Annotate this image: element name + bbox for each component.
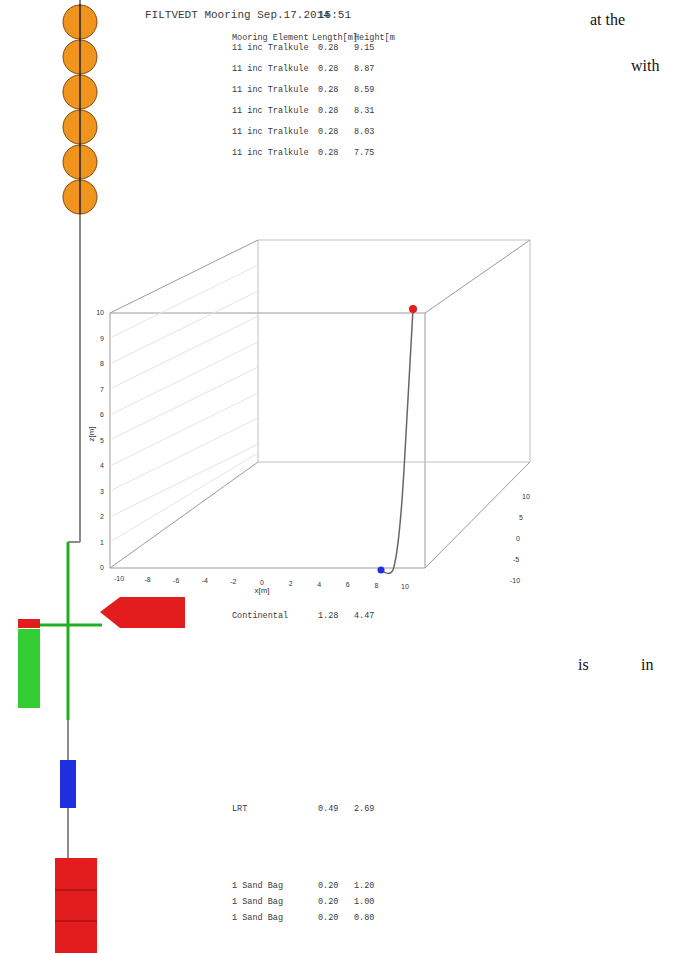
element-length: 0.49 bbox=[318, 805, 338, 814]
element-length: 0.28 bbox=[318, 65, 338, 74]
element-name: 11 inc Tralkule bbox=[232, 107, 309, 116]
element-name: 11 inc Tralkule bbox=[232, 149, 309, 158]
sand-bag-block bbox=[55, 858, 97, 953]
element-height: 8.31 bbox=[354, 107, 374, 116]
element-height: 9.15 bbox=[354, 44, 374, 53]
element-length: 0.20 bbox=[318, 914, 338, 923]
meter-body bbox=[67, 542, 70, 720]
mooring-curve bbox=[381, 309, 413, 573]
z-tick: 0 bbox=[100, 564, 104, 571]
text-fragment: is bbox=[578, 657, 589, 673]
y-tick: 0 bbox=[516, 535, 520, 542]
axis-label: x[m] bbox=[254, 587, 269, 595]
element-length: 0.20 bbox=[318, 898, 338, 907]
lrt-release bbox=[60, 760, 76, 808]
z-tick: 6 bbox=[100, 411, 104, 418]
y-tick: -10 bbox=[510, 577, 520, 584]
element-name: 11 inc Tralkule bbox=[232, 86, 309, 95]
top-marker bbox=[409, 305, 417, 313]
element-name: LRT bbox=[232, 805, 247, 814]
z-tick: 4 bbox=[100, 462, 104, 469]
grid-lines bbox=[110, 265, 258, 542]
element-length: 0.28 bbox=[318, 107, 338, 116]
x-tick: -2 bbox=[230, 578, 236, 585]
x-tick: 4 bbox=[317, 581, 321, 588]
element-height: 1.00 bbox=[354, 898, 374, 907]
element-height: 8.59 bbox=[354, 86, 374, 95]
x-tick: 10 bbox=[401, 583, 409, 590]
element-name: 1 Sand Bag bbox=[232, 914, 283, 923]
element-length: 1.28 bbox=[318, 612, 338, 621]
element-height: 8.03 bbox=[354, 128, 374, 137]
column-header: Mooring Element bbox=[232, 34, 309, 43]
plot-title: FILTVEDT Mooring Sep.17.2014 bbox=[145, 10, 330, 21]
sand-bags bbox=[55, 858, 97, 953]
z-tick: 8 bbox=[100, 360, 104, 367]
element-height: 4.47 bbox=[354, 612, 374, 621]
current-meter bbox=[18, 542, 185, 720]
element-height: 2.69 bbox=[354, 805, 374, 814]
element-height: 1.20 bbox=[354, 882, 374, 891]
y-tick: -5 bbox=[513, 556, 519, 563]
z-tick: 2 bbox=[100, 513, 104, 520]
anchor-marker bbox=[378, 567, 385, 574]
x-tick: -6 bbox=[173, 577, 179, 584]
x-tick: 0 bbox=[260, 579, 264, 586]
element-name: 11 inc Tralkule bbox=[232, 65, 309, 74]
meter-cap bbox=[18, 619, 40, 628]
element-length: 0.28 bbox=[318, 86, 338, 95]
column-header: Length[m] bbox=[312, 34, 358, 43]
element-length: 0.28 bbox=[318, 149, 338, 158]
float-axis bbox=[79, 4, 81, 214]
box-edges bbox=[110, 240, 530, 568]
element-name: 11 inc Tralkule bbox=[232, 44, 309, 53]
y-tick: 5 bbox=[519, 514, 523, 521]
box-front bbox=[110, 313, 425, 568]
meter-fin bbox=[18, 629, 40, 708]
x-tick: -10 bbox=[114, 575, 124, 582]
element-height: 0.80 bbox=[354, 914, 374, 923]
element-length: 0.20 bbox=[318, 882, 338, 891]
mooring-line bbox=[79, 0, 81, 542]
element-name: Continental bbox=[232, 612, 288, 621]
element-height: 7.75 bbox=[354, 149, 374, 158]
z-tick: 9 bbox=[100, 335, 104, 342]
axis-label: z[m] bbox=[88, 426, 96, 441]
element-name: 1 Sand Bag bbox=[232, 882, 283, 891]
z-tick: 1 bbox=[100, 539, 104, 546]
element-length: 0.28 bbox=[318, 44, 338, 53]
plot-time: 15:51 bbox=[318, 10, 351, 21]
x-tick: 8 bbox=[374, 582, 378, 589]
box-back bbox=[258, 240, 530, 462]
x-tick: -4 bbox=[202, 577, 208, 584]
z-tick: 7 bbox=[100, 386, 104, 393]
text-fragment: with bbox=[631, 58, 659, 74]
z-tick: 10 bbox=[96, 309, 104, 316]
element-name: 11 inc Tralkule bbox=[232, 128, 309, 137]
text-fragment: in bbox=[641, 657, 653, 673]
column-header: Height[m bbox=[354, 34, 395, 43]
plot-box bbox=[110, 240, 530, 568]
element-name: 1 Sand Bag bbox=[232, 898, 283, 907]
x-tick: 2 bbox=[289, 580, 293, 587]
sand-bag-divider bbox=[55, 921, 97, 922]
sand-bag-divider bbox=[55, 890, 97, 891]
mooring-line bbox=[68, 541, 80, 543]
element-height: 8.87 bbox=[354, 65, 374, 74]
float-stack bbox=[63, 5, 97, 214]
y-tick: 10 bbox=[522, 493, 530, 500]
text-fragment: at the bbox=[590, 12, 625, 28]
z-tick: 3 bbox=[100, 488, 104, 495]
meter-vane bbox=[100, 597, 185, 628]
x-tick: 6 bbox=[346, 581, 350, 588]
element-length: 0.28 bbox=[318, 128, 338, 137]
x-tick: -8 bbox=[144, 576, 150, 583]
z-tick: 5 bbox=[100, 437, 104, 444]
